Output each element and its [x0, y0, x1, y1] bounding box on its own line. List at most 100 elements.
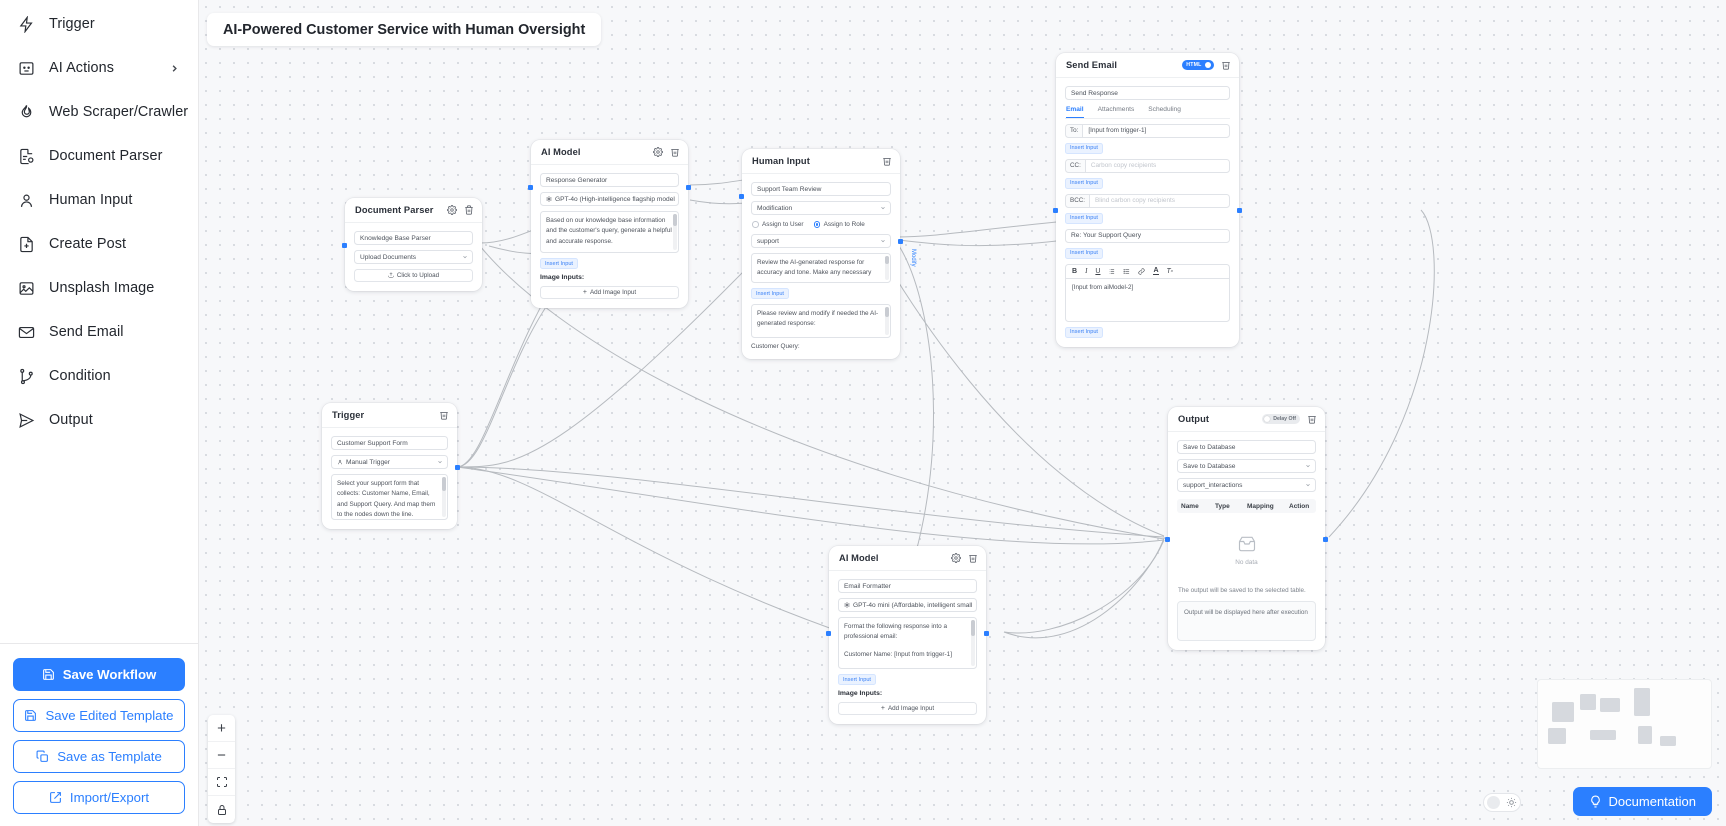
minimap[interactable]	[1537, 679, 1712, 769]
parser-name-input[interactable]: Knowledge Base Parser	[354, 231, 473, 245]
delete-icon[interactable]	[967, 553, 978, 564]
trigger-description-textarea[interactable]: Select your support form that collects: …	[331, 474, 448, 520]
human-instructions-textarea[interactable]: Review the AI-generated response for acc…	[751, 253, 891, 283]
lock-button[interactable]	[208, 796, 235, 823]
tab-scheduling[interactable]: Scheduling	[1148, 106, 1181, 113]
node-ai-model-2[interactable]: AI Model Email Formatter GPT-4o mini (Af…	[826, 546, 989, 724]
port-output[interactable]	[898, 239, 903, 244]
radio-assign-to-user[interactable]: Assign to User	[752, 221, 804, 228]
ai-prompt-textarea[interactable]: Based on our knowledge base information …	[540, 211, 679, 253]
fit-view-button[interactable]	[208, 769, 235, 796]
save-workflow-button[interactable]: Save Workflow	[13, 658, 185, 691]
node-ai-model-1[interactable]: AI Model Response Generator GPT-4o (High…	[528, 140, 691, 308]
ai-model-select[interactable]: GPT-4o (High-intelligence flagship model	[540, 192, 679, 206]
save-edited-template-button[interactable]: Save Edited Template	[13, 699, 185, 732]
bcc-input[interactable]: Blind carbon copy recipients	[1089, 193, 1230, 208]
output-destination-select[interactable]: Save to Database	[1177, 459, 1316, 473]
parser-source-select[interactable]: Upload Documents	[354, 250, 473, 264]
delete-icon[interactable]	[669, 147, 680, 158]
tab-email[interactable]: Email	[1066, 106, 1084, 118]
ai-name-input[interactable]: Email Formatter	[838, 579, 977, 593]
insert-input-button[interactable]: Insert Input	[751, 288, 789, 299]
delete-icon[interactable]	[463, 205, 474, 216]
insert-input-bcc[interactable]: Insert Input	[1065, 212, 1103, 224]
delete-icon[interactable]	[438, 410, 449, 421]
port-input[interactable]	[826, 631, 831, 636]
delete-icon[interactable]	[881, 156, 892, 167]
textarea-scrollbar[interactable]	[970, 620, 975, 666]
subject-input[interactable]: Re: Your Support Query	[1065, 228, 1230, 243]
output-table-select[interactable]: support_interactions	[1177, 478, 1316, 492]
workflow-canvas[interactable]: AI-Powered Customer Service with Human O…	[199, 0, 1726, 826]
port-output[interactable]	[455, 465, 460, 470]
gear-icon[interactable]	[446, 205, 457, 216]
sidebar-item-send-email[interactable]: Send Email	[0, 310, 198, 354]
gear-icon[interactable]	[652, 147, 663, 158]
email-name-input[interactable]: Send Response	[1065, 86, 1230, 100]
ai-model-select[interactable]: GPT-4o mini (Affordable, intelligent sma…	[838, 598, 977, 612]
save-as-template-button[interactable]: Save as Template	[13, 740, 185, 773]
ai-prompt-textarea[interactable]: Format the following response into a pro…	[838, 617, 977, 669]
port-input[interactable]	[528, 185, 533, 190]
radio-assign-to-role[interactable]: Assign to Role	[813, 221, 865, 228]
insert-input-button[interactable]: Insert Input	[540, 258, 578, 269]
import-export-button[interactable]: Import/Export	[13, 781, 185, 814]
sidebar-item-create-post[interactable]: Create Post	[0, 222, 198, 266]
insert-input-to[interactable]: Insert Input	[1065, 142, 1103, 154]
trigger-name-input[interactable]: Customer Support Form	[331, 436, 448, 450]
port-output[interactable]	[1237, 208, 1242, 213]
delete-icon[interactable]	[1306, 414, 1317, 425]
zoom-in-button[interactable]: +	[208, 715, 235, 742]
node-document-parser[interactable]: Document Parser Knowledge Base Parser Up…	[342, 198, 482, 291]
human-content-textarea[interactable]: Please review and modify if needed the A…	[751, 304, 891, 338]
delay-toggle[interactable]: Delay Off	[1261, 414, 1300, 424]
port-input[interactable]	[1053, 208, 1058, 213]
italic-icon[interactable]: I	[1085, 266, 1088, 275]
human-type-select[interactable]: Modification	[751, 201, 891, 215]
documentation-button[interactable]: Documentation	[1572, 787, 1712, 816]
role-select[interactable]: support	[751, 234, 891, 248]
node-trigger[interactable]: Trigger Customer Support Form Manual Tri…	[322, 403, 460, 529]
sidebar-item-unsplash-image[interactable]: Unsplash Image	[0, 266, 198, 310]
sidebar-item-ai-actions[interactable]: AI Actions	[0, 46, 198, 90]
chevron-right-icon[interactable]	[169, 63, 180, 74]
insert-input-body[interactable]: Insert Input	[1065, 326, 1103, 338]
gear-icon[interactable]	[950, 553, 961, 564]
node-human-input[interactable]: Human Input Support Team Review Modifica…	[739, 149, 916, 359]
human-name-input[interactable]: Support Team Review	[751, 182, 891, 196]
port-output[interactable]	[984, 631, 989, 636]
text-color-icon[interactable]: A	[1153, 267, 1159, 275]
upload-button[interactable]: Click to Upload	[354, 269, 473, 282]
textarea-scrollbar[interactable]	[884, 256, 889, 280]
tab-attachments[interactable]: Attachments	[1097, 106, 1135, 113]
insert-input-button[interactable]: Insert Input	[838, 674, 876, 685]
trigger-type-select[interactable]: Manual Trigger	[331, 455, 448, 469]
insert-input-cc[interactable]: Insert Input	[1065, 177, 1103, 189]
sidebar-item-condition[interactable]: Condition	[0, 354, 198, 398]
node-output[interactable]: Output Delay Off Save to Database Save t…	[1165, 407, 1328, 650]
port-input[interactable]	[739, 194, 744, 199]
add-image-input-button[interactable]: + Add Image Input	[838, 702, 977, 715]
cc-input[interactable]: Carbon copy recipients	[1084, 158, 1230, 173]
textarea-scrollbar[interactable]	[441, 477, 446, 517]
textarea-scrollbar[interactable]	[672, 214, 677, 250]
link-icon[interactable]	[1138, 267, 1146, 275]
sidebar-item-human-input[interactable]: Human Input	[0, 178, 198, 222]
output-name-input[interactable]: Save to Database	[1177, 440, 1316, 454]
port-input[interactable]	[1165, 537, 1170, 542]
theme-toggle[interactable]	[1483, 793, 1521, 812]
insert-input-subject[interactable]: Insert Input	[1065, 247, 1103, 259]
bold-icon[interactable]: B	[1072, 267, 1078, 275]
delete-icon[interactable]	[1220, 60, 1231, 71]
list-bullet-icon[interactable]	[1123, 268, 1130, 275]
underline-icon[interactable]: U	[1095, 267, 1101, 275]
ai-name-input[interactable]: Response Generator	[540, 173, 679, 187]
add-image-input-button[interactable]: + Add Image Input	[540, 286, 679, 299]
port-output[interactable]	[1323, 537, 1328, 542]
port-input[interactable]	[342, 243, 347, 248]
sidebar-item-trigger[interactable]: Trigger	[0, 2, 198, 46]
email-body-input[interactable]: [Input from aiModel-2]	[1065, 277, 1230, 322]
sidebar-item-web-scraper-crawler[interactable]: Web Scraper/Crawler	[0, 90, 198, 134]
